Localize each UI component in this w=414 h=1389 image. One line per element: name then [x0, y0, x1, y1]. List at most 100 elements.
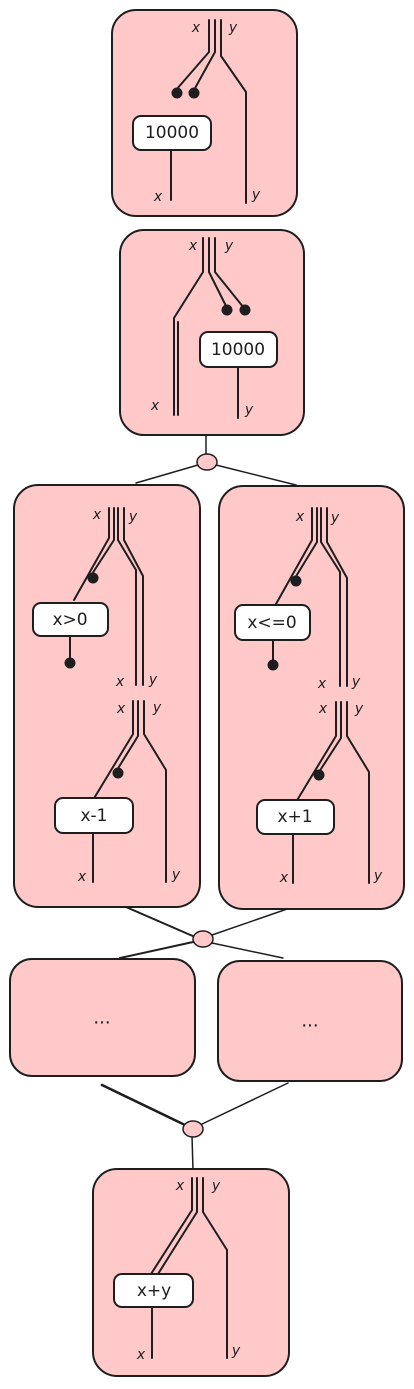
output-y-label: y [231, 1343, 241, 1359]
connector-to-right-branch [215, 464, 297, 486]
panel-background [9, 958, 196, 1077]
guard-end-dot [267, 659, 279, 671]
panel-init-x: x y 10000 x y [111, 9, 298, 217]
wire-x-discard [91, 507, 115, 575]
output-y-label: y [251, 187, 261, 203]
wire-y-through [202, 1177, 228, 1359]
output-x-label: x [153, 189, 163, 205]
discard-dot [313, 769, 325, 781]
wire-x-through [173, 237, 204, 416]
input-x-label: x [188, 238, 198, 254]
output-y-label: y [373, 868, 383, 884]
input-y-label: y [128, 509, 138, 525]
panel-init-y: x y 10000 x y [119, 229, 305, 436]
discard-dot [188, 87, 200, 99]
panel-ellipsis-right: ... [217, 960, 403, 1082]
wire-y-in [208, 237, 228, 309]
wire-x-to-sum-double [157, 1177, 198, 1275]
panel-branch-left: x y x>0 x y x y x-1 x y [13, 484, 201, 908]
connector-from-right-branch [211, 907, 291, 936]
discard-dot [221, 304, 233, 316]
discard-dot [87, 572, 99, 584]
discard-dot [112, 767, 124, 779]
connector-to-left-branch [135, 464, 199, 484]
output-x-label: x [77, 869, 87, 885]
guard-label: x<=0 [247, 613, 296, 633]
connector-from-left-ellipsis [100, 1083, 187, 1127]
wire-y-through [220, 19, 247, 204]
mid-y-label: y [351, 674, 361, 690]
wire-x-to-update [295, 701, 337, 803]
input-y-label: y [211, 1178, 221, 1194]
output-x-label: x [279, 870, 289, 886]
wire-y-through [346, 701, 370, 884]
discard-dot [239, 304, 251, 316]
constant-label: 10000 [211, 340, 265, 360]
input-y-label: y [228, 20, 238, 36]
connector-to-right-ellipsis [211, 942, 284, 959]
input-x-label: x [116, 701, 126, 717]
connector-to-left-ellipsis [119, 941, 194, 959]
merge-node [182, 1120, 204, 1138]
wire-y-through [143, 700, 167, 883]
split-node [196, 453, 218, 471]
wire-x-through [320, 507, 341, 687]
wire-y-in-double [214, 237, 245, 309]
wire-x-to-sum [150, 1177, 193, 1275]
mid-x-label: x [115, 674, 125, 690]
wire-y-through [326, 507, 348, 687]
ellipsis-label: ... [301, 1011, 318, 1032]
output-x-label: x [150, 398, 160, 414]
guard-end-dot [64, 657, 76, 669]
wire-x-in [175, 19, 210, 91]
connector-from-right-ellipsis [199, 1082, 289, 1126]
discard-dot [171, 87, 183, 99]
wire-x-to-update [92, 700, 134, 801]
update-box [256, 799, 335, 835]
panel-background [92, 1168, 290, 1377]
panel-background [217, 960, 403, 1082]
input-x-label: x [295, 509, 305, 525]
mid-y-label: y [148, 672, 158, 688]
discard-dot [290, 575, 302, 587]
panel-ellipsis-left: ... [9, 958, 196, 1077]
connector-from-left-branch [125, 906, 196, 938]
output-y-label: y [171, 867, 181, 883]
panel-background [111, 9, 298, 217]
wire-x-discard [318, 701, 342, 773]
sum-box [113, 1273, 194, 1308]
panel-branch-right: x y x<=0 x y x y x+1 x y [218, 485, 405, 910]
wire-x-in-double [193, 19, 216, 91]
input-y-label: y [152, 700, 162, 716]
constant-box [199, 331, 278, 368]
input-y-label: y [354, 701, 364, 717]
wire-x-through [117, 507, 137, 686]
guard-label: x>0 [52, 610, 87, 630]
panel-result: x y x+y x y [92, 1168, 290, 1377]
constant-box [132, 115, 212, 151]
update-label: x+1 [277, 807, 312, 827]
wire-x-discard [294, 507, 318, 579]
connectors [100, 433, 297, 1171]
constant-label: 10000 [145, 123, 199, 143]
wire-x-to-guard [73, 507, 110, 601]
output-x-label: x [136, 1347, 146, 1363]
connector-to-bottom [191, 1135, 194, 1171]
wire-x-discard [116, 700, 139, 771]
mid-x-label: x [317, 676, 327, 692]
update-label: x-1 [80, 806, 107, 826]
ellipsis-label: ... [93, 1008, 110, 1029]
input-x-label: x [191, 20, 201, 36]
panel-background [13, 484, 201, 908]
wire-y-through [123, 507, 144, 686]
input-x-label: x [175, 1178, 185, 1194]
sum-label: x+y [137, 1281, 171, 1301]
input-y-label: y [224, 238, 234, 254]
output-y-label: y [244, 402, 254, 418]
input-x-label: x [92, 507, 102, 523]
input-x-label: x [318, 701, 328, 717]
input-y-label: y [330, 510, 340, 526]
merge-split-node [192, 930, 214, 948]
wire-x-to-guard [275, 507, 313, 605]
